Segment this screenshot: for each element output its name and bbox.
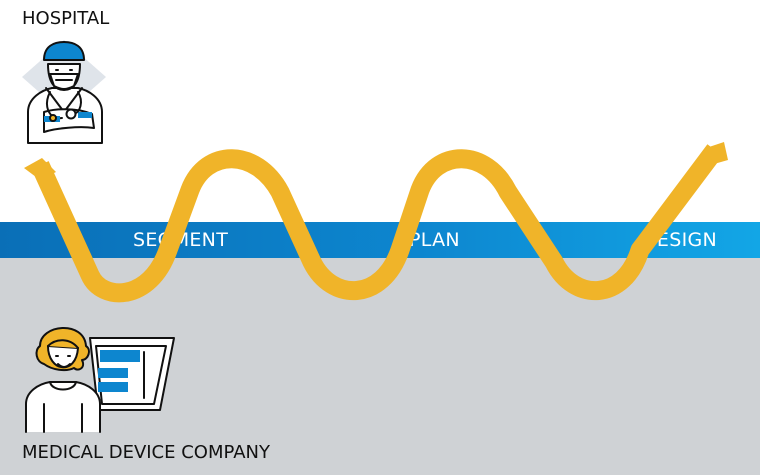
collaboration-wave-icon <box>24 142 728 303</box>
surgeon-icon <box>22 40 106 144</box>
engineer-at-computer-icon <box>25 327 175 433</box>
stage-label-plan: PLAN <box>409 229 460 251</box>
hospital-zone <box>0 0 760 222</box>
medical-device-company-label: MEDICAL DEVICE COMPANY <box>22 442 270 463</box>
hospital-label: HOSPITAL <box>22 8 110 29</box>
